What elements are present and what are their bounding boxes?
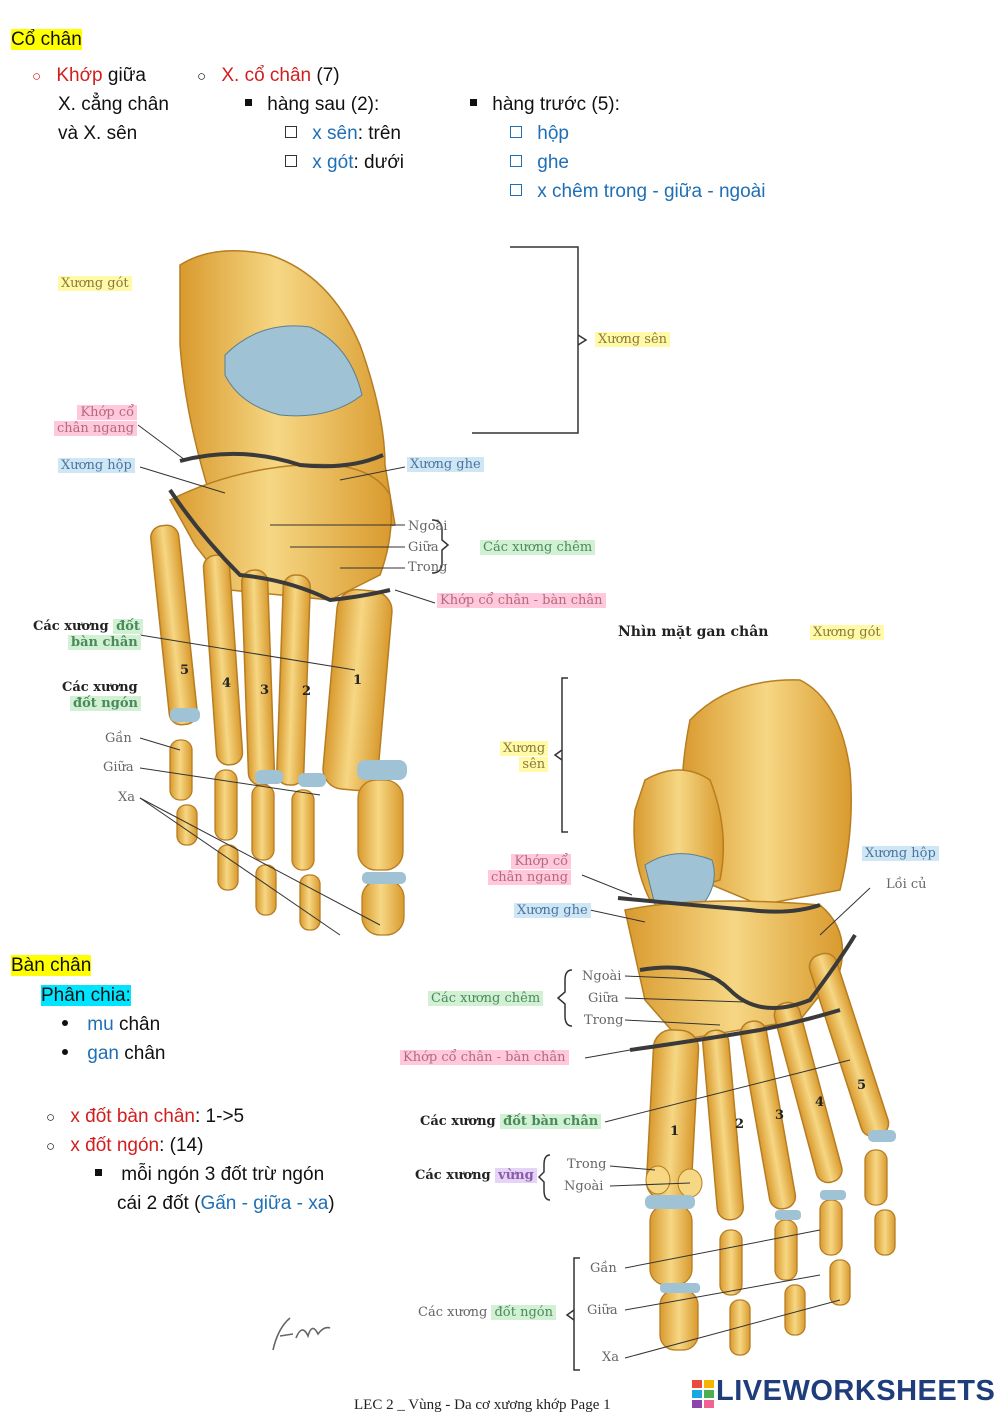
col3-item-hop: hộp	[510, 119, 569, 148]
col3-item-chem: x chêm trong - giữa - ngoài	[510, 177, 765, 206]
liveworksheets-logo-icon	[692, 1380, 716, 1408]
label-cac-xuong-chem-2: Các xương chêm	[428, 991, 543, 1007]
item-dot-ngon: ○ x đốt ngón: (14)	[46, 1131, 203, 1161]
col2-item-sen: x sên: trên	[285, 119, 401, 148]
circle-bullet-icon: ○	[46, 1138, 55, 1155]
num-2-fig1: 2	[302, 684, 311, 700]
dot-bullet-icon	[62, 1020, 68, 1026]
col2-sub: hàng sau (2):	[245, 90, 379, 119]
col1-item: ○ Khớp giữa	[32, 61, 146, 91]
label-dot-ban-1: Các xương đốt bàn chân	[33, 619, 143, 651]
label-xuong-sen-2: Xương sên	[500, 741, 548, 773]
label-xuong-hop-2: Xương hộp	[862, 846, 939, 862]
label-khop-ngang-2: Khớp cổ chân ngang	[488, 854, 571, 886]
circle-bullet-icon: ○	[46, 1109, 55, 1126]
label-xuong-hop-1: Xương hộp	[58, 458, 135, 474]
col3-item-ghe: ghe	[510, 148, 569, 177]
title-nhin-mat-gan: Nhìn mặt gan chân	[618, 624, 768, 640]
label-khop-ngang-1: Khớp cổ chân ngang	[54, 405, 137, 437]
checkbox-bullet-icon	[510, 184, 522, 196]
label-loi-cu: Lồi củ	[886, 877, 927, 893]
label-xuong-got-1: Xương gót	[58, 276, 132, 292]
col2-item-got: x gót: dưới	[285, 148, 404, 177]
label-xuong-sen-1: Xương sên	[595, 332, 670, 348]
square-bullet-icon	[470, 99, 477, 106]
label-xa-1: Xa	[118, 790, 135, 806]
dot-bullet-icon	[62, 1049, 68, 1055]
label-cac-xuong-chem-1: Các xương chêm	[480, 540, 595, 556]
col3-label: hàng trước (5):	[470, 90, 620, 119]
liveworksheets-logo[interactable]: LIVEWORKSHEETS	[692, 1377, 992, 1411]
bullet-mu: mu chân	[62, 1010, 160, 1039]
sub-heading-phan-chia: Phân chia:	[41, 981, 131, 1010]
label-giua2-1: Giữa	[103, 760, 134, 776]
note-line1: mỗi ngón 3 đốt trừ ngón	[95, 1160, 324, 1189]
label-khop-co-ban-1: Khớp cổ chân - bàn chân	[437, 593, 606, 609]
circle-bullet-icon: ○	[197, 68, 206, 85]
num-5-fig1: 5	[180, 663, 189, 679]
label-xuong-ghe-1: Xương ghe	[407, 457, 484, 473]
col2-item: ○ X. cổ chân (7)	[197, 61, 340, 91]
col1-line3: và X. sên	[58, 119, 137, 148]
label-xuong-got-2: Xương gót	[810, 625, 884, 641]
label-trong-2: Trong	[584, 1013, 623, 1029]
item-dot-ban: ○ x đốt bàn chân: 1->5	[46, 1102, 244, 1132]
page-footer: LEC 2 _ Vùng - Da cơ xương khớp Page 1	[354, 1397, 611, 1414]
label-dot-ngon-2: Các xương đốt ngón	[418, 1305, 556, 1321]
label-gan-1: Gần	[105, 731, 132, 747]
num-3-fig1: 3	[260, 683, 269, 699]
bullet-gan: gan chân	[62, 1039, 165, 1068]
label-vung-trong: Trong	[567, 1157, 606, 1173]
label-ngoai-2: Ngoài	[582, 969, 621, 985]
label-vung-ngoai: Ngoài	[564, 1179, 603, 1195]
label-khop-co-ban-2: Khớp cổ chân - bàn chân	[400, 1050, 569, 1066]
label-giua-1: Giữa	[408, 540, 439, 556]
foot-plantar-illustration	[400, 660, 980, 1380]
checkbox-bullet-icon	[285, 126, 297, 138]
label-giua2-2: Giữa	[587, 1303, 618, 1319]
label-giua-2: Giữa	[588, 991, 619, 1007]
label-vung: Các xương vừng	[415, 1168, 537, 1184]
label-xuong-ghe-2: Xương ghe	[514, 903, 591, 919]
checkbox-bullet-icon	[510, 155, 522, 167]
square-bullet-icon	[245, 99, 252, 106]
num-4-fig2: 4	[815, 1095, 824, 1111]
note-line2: cái 2 đốt (Gấn - giữa - xa)	[117, 1189, 335, 1218]
col1-line2: X. cẳng chân	[58, 90, 169, 119]
label-trong-1: Trong	[408, 560, 447, 576]
label-ngoai-1: Ngoài	[408, 519, 447, 535]
label-gan-2: Gần	[590, 1261, 617, 1277]
checkbox-bullet-icon	[285, 155, 297, 167]
num-1-fig1: 1	[353, 673, 362, 689]
label-dot-ngon-1: Các xương đốt ngón	[62, 680, 141, 712]
heading-co-chan: Cổ chân	[11, 25, 82, 54]
num-2-fig2: 2	[735, 1117, 744, 1133]
checkbox-bullet-icon	[510, 126, 522, 138]
liveworksheets-logo-text: LIVEWORKSHEETS	[716, 1375, 995, 1408]
label-xa-2: Xa	[602, 1350, 619, 1366]
num-3-fig2: 3	[775, 1108, 784, 1124]
netter-signature-icon	[268, 1308, 338, 1358]
num-4-fig1: 4	[222, 676, 231, 692]
square-bullet-icon	[95, 1169, 102, 1176]
num-1-fig2: 1	[670, 1124, 679, 1140]
label-dot-ban-2: Các xương đốt bàn chân	[420, 1114, 601, 1130]
heading-ban-chan: Bàn chân	[11, 951, 91, 980]
circle-bullet-icon: ○	[32, 68, 41, 85]
num-5-fig2: 5	[857, 1078, 866, 1094]
